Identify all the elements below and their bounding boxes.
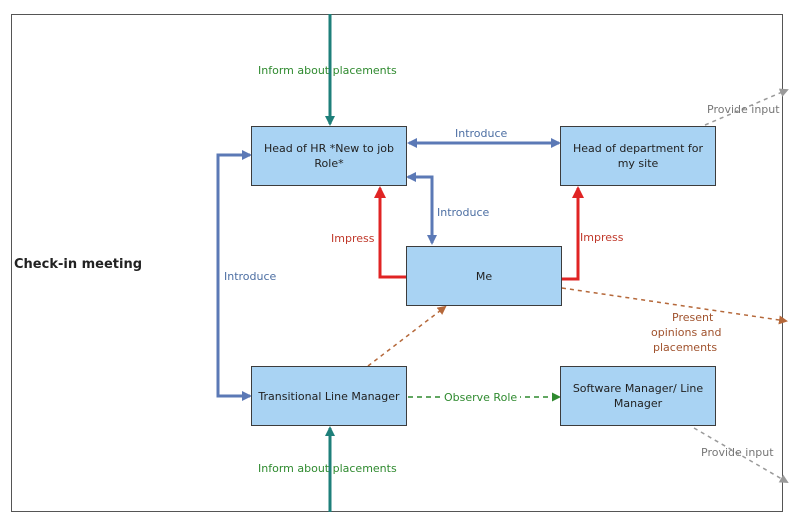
- label-present-3: placements: [653, 341, 718, 354]
- node-software-manager: Software Manager/ Line Manager: [560, 366, 716, 426]
- label-introduce-top: Introduce: [455, 127, 508, 140]
- node-transitional-line-manager: Transitional Line Manager: [251, 366, 407, 426]
- edge-introduce-hr-tlm: [216, 150, 252, 401]
- label-inform-bottom: Inform about placements: [258, 462, 397, 475]
- edge-impress-dept: [562, 186, 584, 281]
- label-impress-right: Impress: [580, 231, 624, 244]
- label-observe-role: Observe Role: [441, 391, 521, 405]
- diagram-frame: [11, 14, 783, 512]
- diagram-title: Check-in meeting: [14, 257, 143, 272]
- node-me: Me: [406, 246, 562, 306]
- label-provide-input-bottom: Provide input: [701, 446, 774, 459]
- label-present-1: Present: [672, 311, 714, 324]
- edge-provide-input-top: [704, 88, 789, 126]
- edge-impress-hr: [374, 186, 407, 279]
- label-present-2: opinions and: [651, 326, 722, 339]
- label-introduce-left: Introduce: [224, 270, 277, 283]
- node-head-of-hr: Head of HR *New to job Role*: [251, 126, 407, 186]
- edge-introduce-hr-me: [406, 172, 437, 245]
- edge-present: [561, 287, 788, 325]
- label-impress-left: Impress: [331, 232, 375, 245]
- label-inform-top: Inform about placements: [258, 64, 397, 77]
- label-introduce-me: Introduce: [437, 206, 490, 219]
- edge-tlm-me: [367, 305, 447, 367]
- edge-provide-input-bottom: [693, 427, 789, 484]
- node-head-of-department: Head of department for my site: [560, 126, 716, 186]
- label-provide-input-top: Provide input: [707, 103, 780, 116]
